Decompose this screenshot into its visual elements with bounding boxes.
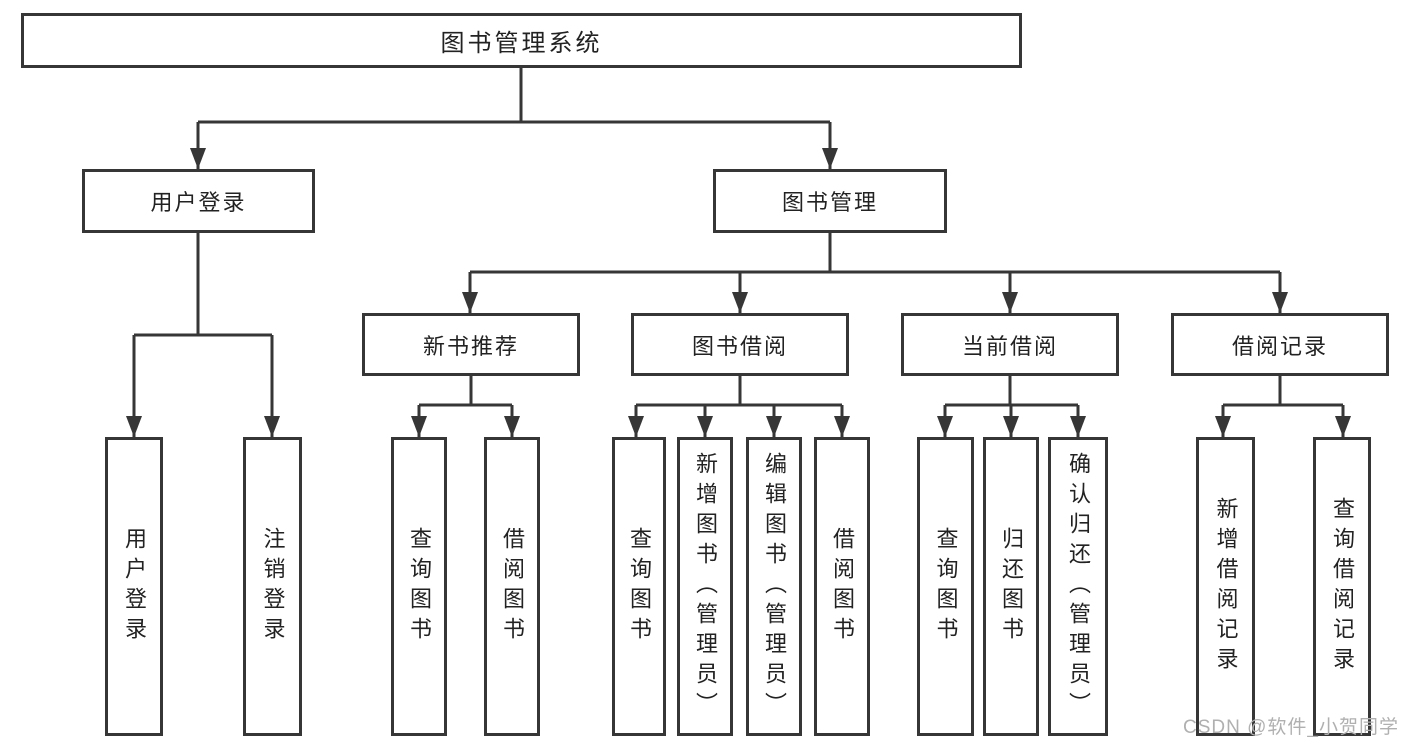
leaf-br-add-record: 新增借阅记录 xyxy=(1196,437,1255,736)
node-book-management: 图书管理 xyxy=(713,169,947,233)
connector-book-borrow-branch xyxy=(636,375,842,407)
node-borrow-records: 借阅记录 xyxy=(1171,313,1389,376)
node-root-library-system: 图书管理系统 xyxy=(21,13,1022,68)
leaf-br-query-record: 查询借阅记录 xyxy=(1313,437,1371,736)
connector-new-book-branch xyxy=(419,375,512,407)
leaf-cb-return-books: 归还图书 xyxy=(983,437,1039,736)
leaf-cb-confirm-return-admin: 确认归还（管理员） xyxy=(1048,437,1108,736)
node-new-book-recommend: 新书推荐 xyxy=(362,313,580,376)
connector-root-branch xyxy=(198,68,830,124)
node-book-borrow: 图书借阅 xyxy=(631,313,849,376)
leaf-bb-add-books-admin: 新增图书（管理员） xyxy=(677,437,733,736)
leaf-bb-borrow-books: 借阅图书 xyxy=(814,437,870,736)
leaf-bb-edit-books-admin: 编辑图书（管理员） xyxy=(746,437,802,736)
watermark: CSDN @软件_小贺同学 xyxy=(1183,717,1399,738)
connector-borrow-records-branch xyxy=(1223,375,1343,407)
leaf-cb-query-books: 查询图书 xyxy=(917,437,974,736)
node-current-borrow: 当前借阅 xyxy=(901,313,1119,376)
leaf-user-login: 用户登录 xyxy=(105,437,163,736)
leaf-logout: 注销登录 xyxy=(243,437,302,736)
leaf-rec-borrow-books: 借阅图书 xyxy=(484,437,540,736)
leaf-bb-query-books: 查询图书 xyxy=(612,437,666,736)
node-user-login: 用户登录 xyxy=(82,169,315,233)
connector-user-login-branch xyxy=(134,233,272,337)
connector-current-borrow-branch xyxy=(945,375,1078,407)
connector-book-management-branch xyxy=(470,233,1280,274)
leaf-rec-query-books: 查询图书 xyxy=(391,437,447,736)
